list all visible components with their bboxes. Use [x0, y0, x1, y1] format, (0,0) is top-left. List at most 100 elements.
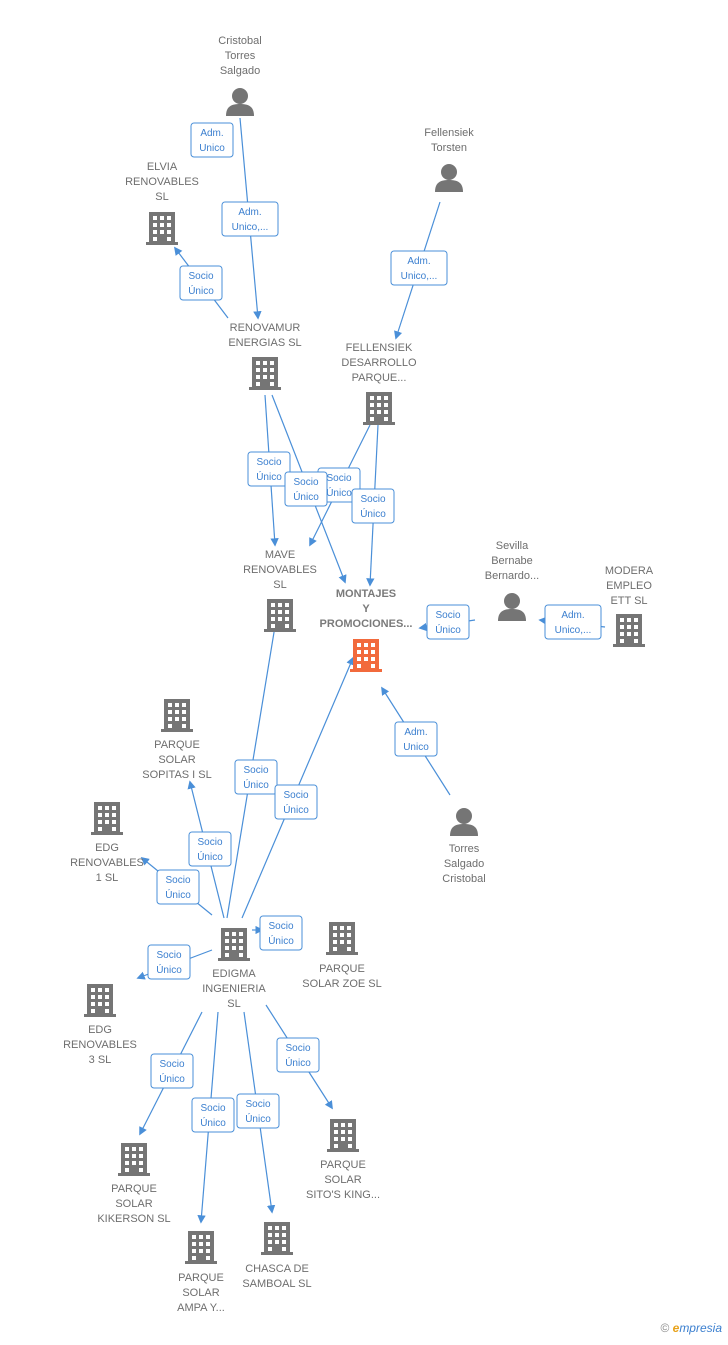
node-label: CHASCA DE [245, 1263, 309, 1275]
badge-label: Único [285, 1056, 311, 1069]
badge-label: Único [256, 470, 282, 483]
node-label: DESARROLLO [341, 357, 417, 369]
node-label: ENERGIAS SL [228, 337, 301, 349]
node-label: Torsten [431, 142, 467, 154]
badge-label: Adm. [200, 128, 223, 139]
relation-badge[interactable]: Adm.Unico [190, 122, 234, 158]
relation-badge[interactable]: Adm.Unico [394, 721, 438, 757]
node-label: MODERA [605, 565, 654, 577]
node-label: SOLAR ZOE SL [302, 978, 381, 990]
building-icon [146, 212, 178, 245]
badge-label: Único [165, 888, 191, 901]
badge-label: Unico,... [401, 271, 438, 282]
brand-name: mpresia [679, 1321, 722, 1335]
badge-label: Socio [285, 1043, 310, 1054]
building-icon [185, 1231, 217, 1264]
badge-label: Adm. [238, 207, 261, 218]
badge-label: Único [245, 1112, 271, 1125]
badge-label: Socio [293, 477, 318, 488]
node-label: PARQUE [319, 963, 365, 975]
node-label: EDG [95, 842, 119, 854]
node-label: SOPITAS I SL [142, 769, 212, 781]
badge-label: Socio [245, 1099, 270, 1110]
node-label: Torres [225, 50, 256, 62]
node-label: Bernabe [491, 555, 533, 567]
badge-label: Socio [360, 494, 385, 505]
badge-label: Socio [283, 790, 308, 801]
badge-label: Socio [156, 950, 181, 961]
badge-label: Único [197, 850, 223, 863]
node-renovamur[interactable]: RENOVAMUR ENERGIAS SL [228, 322, 302, 390]
building-icon [218, 928, 250, 961]
person-icon [226, 88, 254, 116]
building-icon [613, 614, 645, 647]
node-fellensiek_d[interactable]: FELLENSIEKDESARROLLOPARQUE... [341, 342, 417, 425]
node-label: Torres [449, 843, 480, 855]
badge-label: Único [435, 623, 461, 636]
node-modera[interactable]: MODERA EMPLEO ETT SL [605, 565, 654, 647]
node-label: ETT SL [610, 595, 647, 607]
node-label: RENOVABLES [243, 564, 317, 576]
node-chasca[interactable]: CHASCA DE SAMBOAL SL [242, 1222, 312, 1290]
node-sopitas[interactable]: PARQUE SOLAR SOPITAS I SL [142, 699, 212, 781]
node-label: AMPA Y... [177, 1302, 225, 1314]
node-zoe[interactable]: PARQUE SOLAR ZOE SL [302, 922, 382, 990]
copyright-icon: © [660, 1321, 670, 1335]
node-label: Salgado [444, 858, 484, 870]
person-icon [435, 164, 463, 192]
node-label: SAMBOAL SL [242, 1278, 311, 1290]
relation-badge[interactable]: Adm. Unico,... [221, 201, 279, 237]
building-icon [261, 1222, 293, 1255]
badge-label: Unico,... [232, 222, 269, 233]
building-icon [161, 699, 193, 732]
building-icon [118, 1143, 150, 1176]
relation-badge[interactable]: Adm.Unico,... [544, 604, 602, 640]
node-label: RENOVAMUR [230, 322, 301, 334]
node-label: SOLAR [158, 754, 195, 766]
node-label: Y [362, 603, 370, 615]
node-sevilla[interactable]: SevillaBernabeBernardo... [485, 540, 539, 621]
node-label: EDG [88, 1024, 112, 1036]
node-montajes[interactable]: MONTAJESYPROMOCIONES... [320, 588, 413, 672]
brand-e: e [672, 1321, 680, 1335]
relation-badge[interactable]: Adm.Unico,... [390, 250, 448, 286]
badge-label: Socio [200, 1103, 225, 1114]
node-label: PROMOCIONES... [320, 618, 413, 630]
node-label: Bernardo... [485, 570, 539, 582]
node-label: PARQUE [154, 739, 200, 751]
building-icon [363, 392, 395, 425]
badge-label: Único [360, 507, 386, 520]
node-label: SL [155, 191, 168, 203]
node-label: SOLAR [182, 1287, 219, 1299]
node-label: SOLAR [115, 1198, 152, 1210]
node-label: EMPLEO [606, 580, 652, 592]
